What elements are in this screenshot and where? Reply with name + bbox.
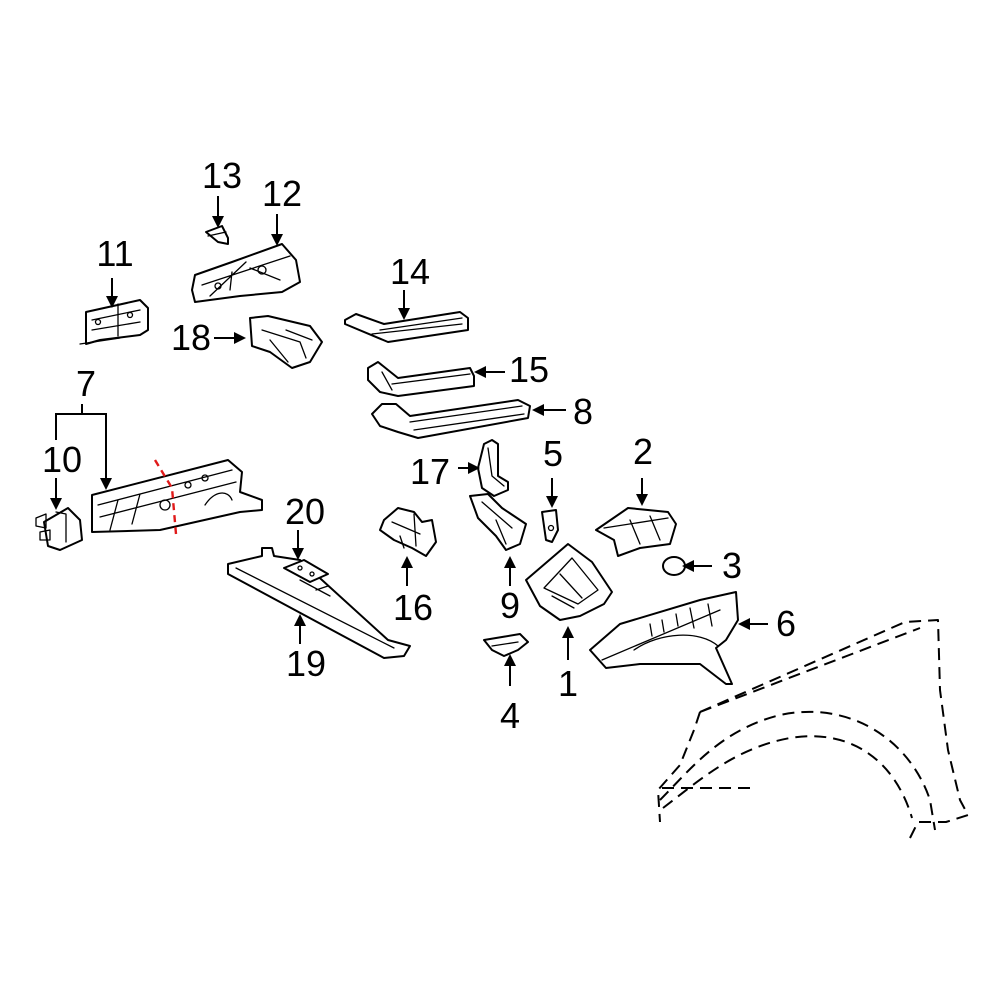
part-13-clip	[205, 225, 229, 245]
part-19-floor-rail	[227, 547, 411, 659]
part-1-shock-tower	[525, 543, 613, 621]
part-15-rocker-reinforcement	[367, 361, 475, 397]
callout-9: 9	[500, 585, 520, 626]
part-11-bracket	[79, 299, 149, 345]
fender-outline	[657, 619, 969, 839]
callout-7: 7	[76, 363, 96, 404]
callout-13: 13	[202, 155, 242, 196]
callout-16: 16	[393, 587, 433, 628]
callout-18: 18	[171, 317, 211, 358]
part-18-bracket	[249, 315, 323, 369]
callout-11: 11	[96, 233, 133, 274]
callout-14: 14	[390, 251, 430, 292]
part-7-frame-rail	[91, 459, 263, 535]
part-9-bracket	[469, 493, 527, 551]
callout-8: 8	[573, 391, 593, 432]
part-16-bracket	[379, 507, 437, 557]
callout-20: 20	[285, 491, 325, 532]
callout-15: 15	[509, 349, 549, 390]
cut-line	[153, 459, 178, 535]
callout-1: 1	[558, 663, 578, 704]
callout-3: 3	[722, 545, 742, 586]
part-4-mount	[483, 633, 529, 657]
callout-labels: 1 2 3 4 5 6 7 8 9 10 11 12 13 14 15 16 1…	[42, 155, 796, 736]
part-5-bracket	[541, 509, 559, 543]
part-3-plug	[662, 556, 686, 576]
callout-19: 19	[286, 643, 326, 684]
callout-5: 5	[543, 433, 563, 474]
part-8-rocker-outer	[371, 399, 531, 439]
part-20-plate	[283, 559, 329, 583]
part-10-bracket	[35, 507, 83, 551]
part-2-apron-extension	[595, 507, 677, 557]
callout-4: 4	[500, 695, 520, 736]
callout-2: 2	[633, 431, 653, 472]
callout-12: 12	[262, 173, 302, 214]
part-12-reinforcement	[191, 243, 301, 303]
leader-lines	[50, 196, 768, 686]
callout-10: 10	[42, 439, 82, 480]
callout-17: 17	[410, 451, 450, 492]
callout-6: 6	[776, 603, 796, 644]
part-17-bracket-highlighted	[477, 439, 509, 497]
part-6-wheelhouse	[589, 591, 739, 685]
part-14-rocker-inner	[344, 311, 469, 343]
